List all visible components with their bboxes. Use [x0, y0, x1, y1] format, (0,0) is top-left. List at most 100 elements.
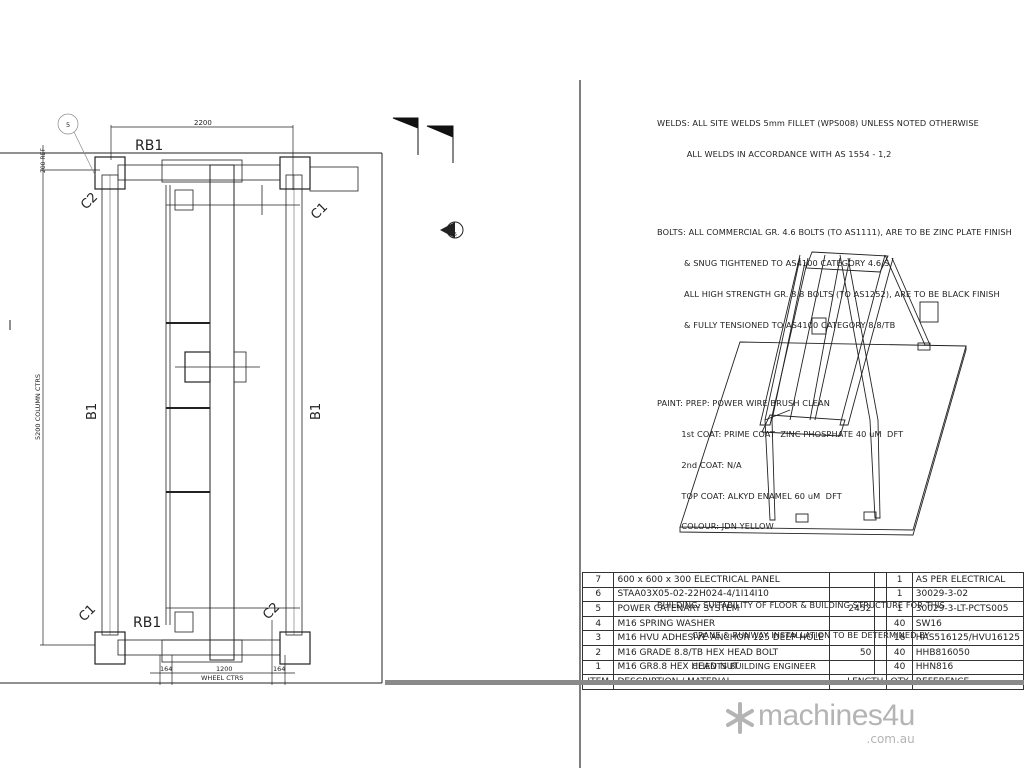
- label-c1-top: C1: [308, 200, 331, 223]
- crane-plan-view: [94, 156, 359, 665]
- bom-cell-item: 1: [581, 659, 615, 676]
- bom-cell-item: 7: [581, 572, 615, 588]
- bom-cell-item: 4: [581, 615, 615, 632]
- bom-cell-length: 50: [829, 644, 876, 661]
- dim-right-offset: 164: [273, 665, 285, 673]
- notes-paint: PAINT: PREP: POWER WIRE BRUSH CLEAN 1st …: [657, 377, 1012, 552]
- bom-cell-blank: [874, 572, 888, 588]
- watermark-domain: .com.au: [866, 732, 915, 746]
- label-b1-left: B1: [85, 403, 100, 420]
- column-c2-bottom: [279, 631, 311, 665]
- dim-column-ctrs: 5200 COLUMN CTRS: [34, 374, 42, 440]
- bom-cell-reference: 30029-3-02: [911, 586, 1024, 603]
- bom-cell-reference: HHN816: [911, 659, 1024, 676]
- label-rb1-top: RB1: [135, 138, 163, 154]
- note-line: PAINT: PREP: POWER WIRE BRUSH CLEAN: [657, 397, 830, 408]
- balloon-number: 5: [66, 121, 70, 129]
- bom-cell-qty: 1: [886, 601, 913, 617]
- column-c1-top: [279, 156, 311, 190]
- bom-cell-item: 6: [581, 586, 615, 603]
- bom-cell-item: 3: [581, 630, 615, 646]
- dim-wheel-ctrs-label: WHEEL CTRS: [201, 674, 243, 682]
- end-truck-bottom: [117, 639, 281, 656]
- bom-cell-blank: [874, 644, 888, 661]
- section-marker-label: 05: [450, 232, 457, 238]
- bom-cell-item: 5: [581, 601, 615, 617]
- end-truck-top: [117, 164, 281, 181]
- bom-cell-blank: [874, 615, 888, 632]
- crane-isometric-view: [679, 251, 967, 536]
- dim-ref: 200 REF: [40, 148, 47, 173]
- bom-cell-length: [829, 572, 876, 588]
- bom-cell-description: STAA03X05-02-22H024-4/1I14I10: [613, 586, 831, 603]
- column-c2-top: [94, 156, 126, 190]
- note-line: 2nd COAT: N/A: [657, 459, 742, 470]
- bom-cell-qty: 40: [886, 659, 913, 676]
- bom-cell-qty: 1: [886, 572, 913, 588]
- notes-welds: WELDS: ALL SITE WELDS 5mm FILLET (WPS008…: [657, 98, 1012, 180]
- bom-cell-description: POWER CATENARY SYSTEM: [613, 601, 831, 617]
- bom-cell-description: M16 HVU ADHESIVE ANCHOR 125 DEEP HOLE: [613, 630, 831, 646]
- bom-cell-length: [829, 615, 876, 632]
- notes-bolts: BOLTS: ALL COMMERCIAL GR. 4.6 BOLTS (TO …: [657, 207, 1012, 351]
- note-line: BOLTS: ALL COMMERCIAL GR. 4.6 BOLTS (TO …: [657, 227, 1012, 238]
- note-line: WELDS: ALL SITE WELDS 5mm FILLET (WPS008…: [657, 118, 979, 129]
- label-c2-top: C2: [78, 190, 101, 213]
- section-flag-icons: [392, 117, 454, 163]
- note-line: 1st COAT: PRIME COAT ZINC PHOSPHATE 40 u…: [657, 428, 904, 439]
- note-line: COLOUR: JDN YELLOW: [657, 521, 774, 532]
- bom-cell-qty: 1: [886, 586, 913, 603]
- bridge-girder: [209, 164, 235, 661]
- bom-cell-description: M16 GRADE 8.8/TB HEX HEAD BOLT: [613, 644, 831, 661]
- note-line: ALL WELDS IN ACCORDANCE WITH AS 1554 - 1…: [657, 149, 892, 160]
- title-block-band: [385, 680, 1024, 685]
- bom-cell-item: 2: [581, 644, 615, 661]
- bom-cell-blank: [874, 659, 888, 676]
- label-rb1-bottom: RB1: [133, 615, 161, 631]
- bom-cell-reference: SW16: [911, 615, 1024, 632]
- watermark-brand: machines4u: [758, 699, 915, 732]
- bom-cell-length: [829, 586, 876, 603]
- label-c1-bottom: C1: [76, 602, 99, 625]
- bom-cell-reference: 30029-3-LT-PCTS005: [911, 601, 1024, 617]
- dim-wheel-ctrs-value: 1200: [216, 665, 233, 673]
- watermark-logo: machines4u .com.au: [722, 699, 915, 746]
- note-line: ALL HIGH STRENGTH GR. 8.8 BOLTS (TO AS12…: [657, 288, 1000, 299]
- note-line: & FULLY TENSIONED TO AS4100 CATEGORY 8.8…: [657, 319, 896, 330]
- bom-cell-reference: HAS516125/HVU16125: [911, 630, 1024, 646]
- bom-cell-qty: 40: [886, 615, 913, 632]
- bom-cell-blank: [874, 630, 888, 646]
- iso-electrical-panel: [919, 301, 939, 323]
- electrical-panel: [309, 166, 359, 192]
- bom-cell-length: 2452: [829, 601, 876, 617]
- bom-cell-length: [829, 659, 876, 676]
- column-c1-bottom: [94, 631, 126, 665]
- bom-cell-length: [829, 630, 876, 646]
- note-line: & SNUG TIGHTENED TO AS4100 CATEGORY 4.6/…: [657, 258, 890, 269]
- bom-cell-reference: HHB816050: [911, 644, 1024, 661]
- floor-slab: [679, 341, 967, 531]
- bom-cell-blank: [874, 601, 888, 617]
- label-b1-right: B1: [309, 403, 324, 420]
- balloon-circle: [57, 113, 79, 135]
- dim-left-offset: 164: [160, 665, 172, 673]
- bom-cell-description: 600 x 600 x 300 ELECTRICAL PANEL: [613, 572, 831, 588]
- snowflake-logo-icon: [726, 702, 754, 734]
- label-c2-bottom: C2: [260, 600, 283, 623]
- bom-cell-blank: [874, 586, 888, 603]
- section-marker-icon: 05: [440, 221, 464, 239]
- bom-cell-description: M16 GR8.8 HEX HEAD NUT: [613, 659, 831, 676]
- dimension-lines: [40, 113, 295, 685]
- bom-cell-qty: 40: [886, 644, 913, 661]
- bom-cell-reference: AS PER ELECTRICAL: [911, 572, 1024, 588]
- note-line: TOP COAT: ALKYD ENAMEL 60 uM DFT: [657, 490, 842, 501]
